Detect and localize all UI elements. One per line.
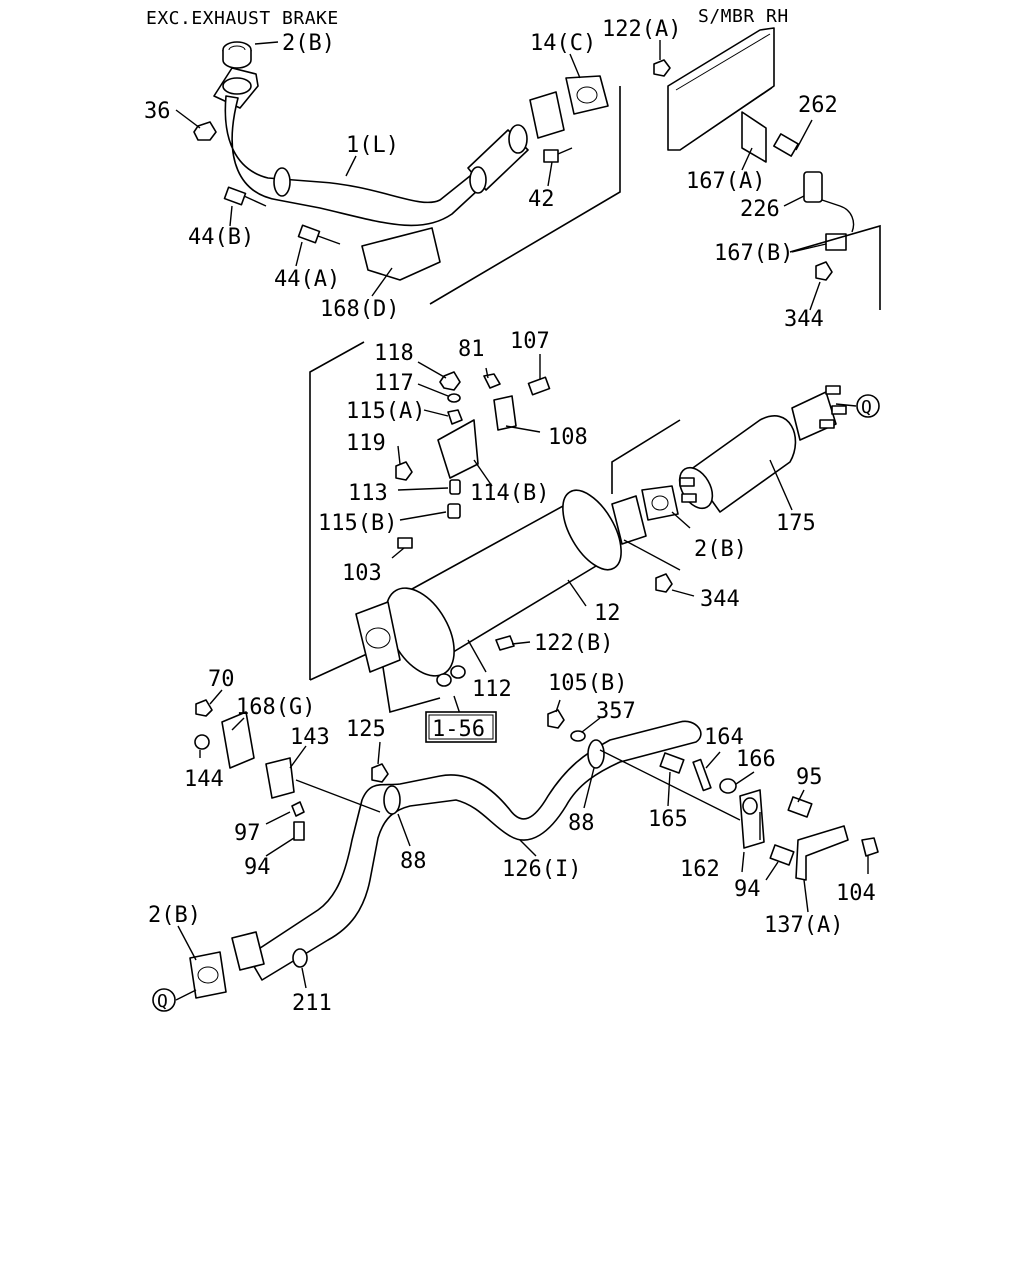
label-42: 42: [528, 187, 555, 212]
label-168g: 168(G): [236, 695, 315, 720]
label-2b-mid: 2(B): [694, 537, 747, 562]
svg-text:Q: Q: [861, 397, 872, 418]
svg-text:Q: Q: [157, 991, 168, 1012]
label-262: 262: [798, 93, 838, 118]
label-14c: 14(C): [530, 31, 596, 56]
label-115a: 115(A): [346, 399, 425, 424]
label-166: 166: [736, 747, 776, 772]
label-44a: 44(A): [274, 267, 340, 292]
label-81: 81: [458, 337, 485, 362]
title-s-mbr-rh: S/MBR RH: [698, 6, 789, 27]
label-36: 36: [144, 99, 171, 124]
label-88-right: 88: [568, 811, 595, 836]
label-2b-bottom: 2(B): [148, 903, 201, 928]
label-117: 117: [374, 371, 414, 396]
label-344-mid: 344: [700, 587, 740, 612]
label-226: 226: [740, 197, 780, 222]
label-12: 12: [594, 601, 621, 626]
label-168d: 168(D): [320, 297, 399, 322]
label-125: 125: [346, 717, 386, 742]
label-112: 112: [472, 677, 512, 702]
connector-q-bottom: Q: [152, 988, 176, 1012]
page-reference-box[interactable]: 1-56: [425, 711, 497, 743]
label-1l: 1(L): [346, 133, 399, 158]
label-88-left: 88: [400, 849, 427, 874]
side-member-bracket-assembly: [653, 27, 881, 311]
muffler-assembly: [309, 341, 857, 715]
label-167a: 167(A): [686, 169, 765, 194]
label-114b: 114(B): [470, 481, 549, 506]
label-70: 70: [208, 667, 235, 692]
label-357: 357: [596, 699, 636, 724]
label-143: 143: [290, 725, 330, 750]
label-103: 103: [342, 561, 382, 586]
label-94-left: 94: [244, 855, 271, 880]
label-126i: 126(I): [502, 857, 581, 882]
label-144: 144: [184, 767, 224, 792]
title-exc-exhaust-brake: EXC.EXHAUST BRAKE: [146, 8, 339, 29]
label-118: 118: [374, 341, 414, 366]
label-167b: 167(B): [714, 241, 793, 266]
label-115b: 115(B): [318, 511, 397, 536]
label-122a: 122(A): [602, 17, 681, 42]
label-162: 162: [680, 857, 720, 882]
label-113: 113: [348, 481, 388, 506]
label-95: 95: [796, 765, 823, 790]
label-165: 165: [648, 807, 688, 832]
label-119: 119: [346, 431, 386, 456]
label-211: 211: [292, 991, 332, 1016]
label-175: 175: [776, 511, 816, 536]
label-94-right: 94: [734, 877, 761, 902]
label-107: 107: [510, 329, 550, 354]
label-2b-top: 2(B): [282, 31, 335, 56]
label-104: 104: [836, 881, 876, 906]
label-137a: 137(A): [764, 913, 843, 938]
label-105b: 105(B): [548, 671, 627, 696]
page-reference-label: 1-56: [432, 717, 485, 742]
label-108: 108: [548, 425, 588, 450]
label-122b: 122(B): [534, 631, 613, 656]
label-44b: 44(B): [188, 225, 254, 250]
connector-q-top: Q: [856, 394, 880, 418]
tail-pipe-assembly: [175, 689, 879, 1001]
label-164: 164: [704, 725, 744, 750]
label-344-top: 344: [784, 307, 824, 332]
label-97: 97: [234, 821, 261, 846]
front-pipe-assembly: [175, 41, 621, 305]
